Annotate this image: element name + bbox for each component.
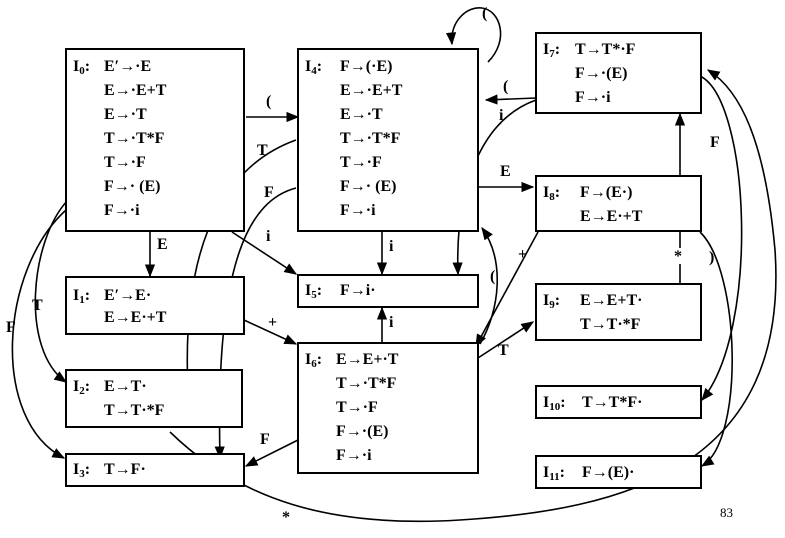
state-item: E→E+·T	[336, 351, 399, 368]
edge-label-i6-i5-i: i	[389, 314, 394, 331]
state-box-i10	[535, 385, 702, 419]
edge-i0-i2-T	[34, 199, 69, 383]
state-item: E′→E·	[104, 287, 152, 304]
state-item: F→·i	[104, 202, 140, 219]
edge-label-i4-i2-T: T	[257, 142, 268, 159]
state-box-i2	[65, 369, 243, 428]
edge-i4-i4-lparen	[445, 7, 502, 63]
state-item: F→·i	[340, 202, 376, 219]
state-title-i4: I4:	[305, 58, 323, 77]
edge-i6-i9-T	[477, 321, 535, 359]
state-box-i1	[65, 276, 245, 335]
state-item: F→i·	[340, 282, 376, 299]
edge-label-i4-i5-i: i	[389, 238, 394, 255]
state-item: T→T*·F	[575, 41, 636, 58]
edge-i8-i6-plus	[475, 231, 539, 348]
state-item: F→·i	[336, 447, 372, 464]
state-title-i1: I1:	[73, 287, 91, 306]
state-box-i7	[535, 32, 702, 114]
edge-label-i4-self-lparen: (	[482, 5, 488, 22]
edge-label-i8-i11-rparen: )	[709, 249, 715, 266]
edge-label-i0-i5-i: i	[266, 228, 271, 245]
state-box-i5	[297, 274, 479, 308]
state-item: T→F·	[104, 461, 146, 478]
edge-label-i6-i9-T: T	[498, 342, 509, 359]
state-title-i6: I6:	[305, 351, 323, 370]
state-item: T→·T*F	[336, 375, 397, 392]
state-box-i4	[297, 48, 479, 232]
edge-label-i0-i2-T: T	[32, 297, 43, 314]
edge-label-i6-i4-lparen: (	[490, 268, 496, 285]
state-title-i0: I0:	[73, 58, 91, 77]
edge-i6-i3-F	[244, 439, 299, 467]
edge-label-i7-i5-i: i	[499, 107, 504, 124]
edge-label-i4-i3-F: F	[264, 184, 274, 201]
state-item: E→T·	[104, 378, 147, 395]
state-item: T→·T*F	[104, 130, 165, 147]
edge-i7-i4-lparen	[484, 94, 537, 105]
state-title-i9: I9:	[543, 292, 561, 311]
state-item: F→(·E)	[340, 58, 393, 75]
state-item: T→·T*F	[340, 130, 401, 147]
state-box-i8	[535, 175, 702, 232]
edge-label-i6-i3-F: F	[260, 431, 270, 448]
state-item: F→·(E)	[575, 65, 628, 82]
state-item: E→·E+T	[104, 82, 167, 99]
edge-label-i2-i7-star: *	[282, 509, 290, 526]
state-item: F→(E·)	[580, 184, 633, 201]
state-title-i5: I5:	[305, 282, 323, 301]
state-title-i2: I2:	[73, 378, 91, 397]
edge-label-i9-i7-star: *	[674, 248, 682, 265]
state-box-i9	[535, 283, 702, 341]
edge-label-i8-i6-plus: +	[518, 246, 528, 263]
state-box-i0	[65, 48, 245, 232]
state-box-i11	[535, 455, 702, 489]
state-item: T→T·*F	[580, 316, 641, 333]
state-title-i11: I11:	[543, 464, 565, 483]
state-item: F→· (E)	[104, 178, 161, 195]
state-item: E′→·E	[104, 58, 152, 75]
state-item: F→(E)·	[582, 464, 635, 481]
state-item: T→T·*F	[104, 402, 165, 419]
state-item: E→E+T·	[580, 292, 643, 309]
edge-i0-i3-F	[11, 209, 67, 459]
state-item: F→· (E)	[340, 178, 397, 195]
edge-label-i7-i4-lparen: (	[503, 78, 509, 95]
state-item: F→·i	[575, 89, 611, 106]
state-title-i10: I10:	[543, 394, 566, 413]
edge-label-i7-i10-F: F	[710, 134, 720, 151]
page-number: 83	[720, 505, 733, 520]
state-item: E→E·+T	[104, 309, 167, 326]
state-item: T→·F	[340, 154, 382, 171]
state-item: E→·T	[340, 106, 383, 123]
state-item: E→·E+T	[340, 82, 403, 99]
state-title-i8: I8:	[543, 184, 561, 203]
edge-i7-i10-F	[699, 75, 743, 401]
state-item: E→E·+T	[580, 208, 643, 225]
state-title-i3: I3:	[73, 461, 91, 480]
edge-label-i1-i6-plus: +	[268, 314, 278, 331]
state-box-i3	[65, 453, 245, 487]
state-box-i6	[297, 342, 479, 474]
state-item: F→·(E)	[336, 423, 389, 440]
edge-i8-i11-rparen	[699, 231, 733, 467]
edge-i0-i5-i	[231, 231, 298, 275]
edge-label-i0-i4-lparen: (	[266, 93, 272, 110]
state-title-i7: I7:	[543, 41, 561, 60]
edge-i1-i6-plus	[243, 319, 298, 345]
edge-label-i0-i1-E: E	[157, 236, 168, 253]
edge-label-i0-i3-F: F	[6, 319, 16, 336]
edge-i6-i4-lparen	[479, 226, 498, 345]
state-item: T→T*F·	[582, 394, 643, 411]
state-item: E→·T	[104, 106, 147, 123]
state-item: T→·F	[104, 154, 146, 171]
state-item: T→·F	[336, 399, 378, 416]
edge-label-i4-i8-E: E	[500, 163, 511, 180]
